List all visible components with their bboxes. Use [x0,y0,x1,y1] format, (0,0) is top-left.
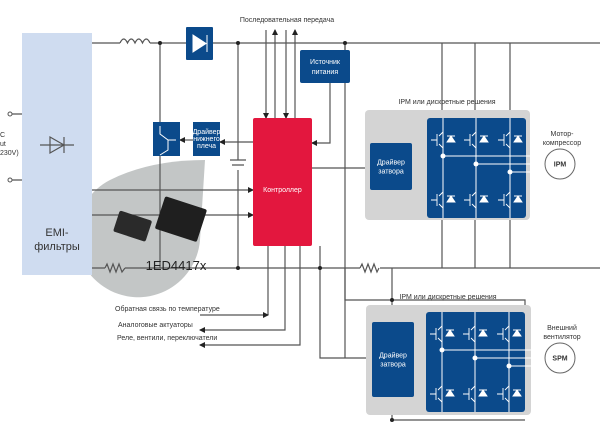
input-label-1: C [0,132,5,139]
igbt-icon [498,131,523,149]
emi-filter-block [22,33,92,275]
power-supply-block [300,50,350,83]
signal-relay: Реле, вентили, переключатели [117,335,217,342]
gate-driver-2: затвора [378,169,404,176]
gate-driver-block [372,322,414,397]
controller-label: Контроллер [263,187,302,194]
motor-icon [544,148,576,180]
igbt-icon [497,385,522,403]
igbt-icon [431,131,456,149]
igbt-icon [464,191,489,209]
diode-icon [192,34,208,53]
motor-label-2: компрессор [543,140,581,147]
motor-icon [544,342,576,374]
serial-label: Последовательная передача [240,17,334,24]
power-supply-2: питания [312,69,338,76]
low-side-driver-3: плеча [197,143,216,150]
low-side-driver-2: нижнего [193,136,220,143]
signal-temp: Обратная связь по температуре [115,305,220,313]
signal-analog: Аналоговые актуаторы [118,322,193,329]
chip-label: 1ED4417x [146,258,207,273]
motor-label-1: Мотор- [551,131,575,138]
emi-label-2: фильтры [34,241,80,253]
motor-label-2: вентилятор [543,334,580,341]
igbt-icon [498,191,523,209]
igbt-icon [431,191,456,209]
low-side-driver-block [193,122,220,156]
gate-driver-1: Драйвер [379,352,407,360]
gate-driver-2: затвора [380,362,406,369]
igbt-icon [497,325,522,343]
igbt-icon [463,385,488,403]
motor-badge: IPM [554,162,567,169]
igbt-icon [464,131,489,149]
input-label-2: ut [0,141,6,148]
chip-images [113,196,207,242]
motor-label-1: Внешний [547,324,577,332]
igbt-icon [430,385,455,403]
gate-driver-block [370,143,412,190]
stage-title: IPM или дискретные решения [398,99,495,106]
controller-block [253,118,312,246]
gate-driver-1: Драйвер [377,159,405,167]
motor-badge: SPM [552,356,567,363]
input-label-3: 230V) [0,150,19,157]
emi-label-1: EMI- [45,227,69,239]
transistor-icon [159,126,176,156]
low-side-driver-1: Драйвер [193,128,221,136]
igbt-icon [430,325,455,343]
igbt-icon [463,325,488,343]
wiring [7,29,600,422]
power-supply-1: Источник [310,59,341,66]
rectifier-diode-icon [40,135,74,155]
stage-title: IPM или дискретные решения [399,294,496,301]
